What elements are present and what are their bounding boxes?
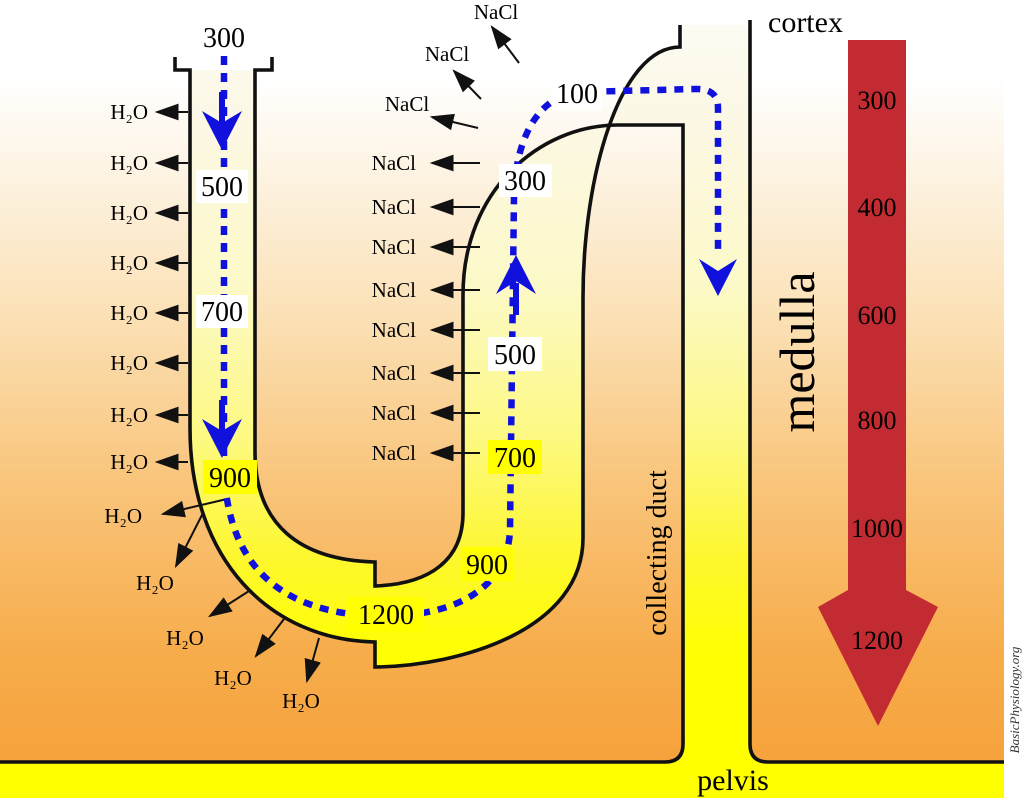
nacl-labels: NaCl NaCl NaCl NaCl NaCl NaCl NaCl NaCl … — [372, 0, 519, 465]
highlight-chips — [203, 440, 542, 632]
value-chip — [499, 164, 552, 197]
h2o-arrow — [254, 618, 285, 658]
osmolarity-value: 900 — [209, 463, 251, 494]
h2o-arrow — [160, 498, 228, 518]
nacl-arrows — [429, 25, 520, 462]
collecting-duct-lumen — [665, 25, 768, 798]
pelvis-label: pelvis — [697, 764, 769, 797]
value-chip-highlight — [461, 547, 514, 581]
collecting-duct-right-wall — [748, 20, 1004, 764]
nacl-label: NaCl — [372, 318, 416, 342]
value-chip — [488, 337, 542, 371]
h2o-label: H₂O — [110, 201, 148, 225]
h2o-labels: H₂O H₂O H₂O H₂O H₂O H₂O H₂O H₂O H₂O H₂O … — [104, 100, 319, 713]
medulla-value: 400 — [858, 193, 897, 222]
osmolarity-value: 500 — [494, 340, 536, 371]
osmolarity-value: 300 — [504, 166, 546, 197]
water-reabsorption: H₂O H₂O H₂O H₂O H₂O H₂O H₂O H₂O H₂O H₂O … — [104, 100, 321, 713]
value-chip-highlight — [203, 460, 257, 494]
nacl-label: NaCl — [372, 361, 416, 385]
h2o-arrow — [174, 512, 204, 569]
tubular-flow-arrowheads — [202, 111, 737, 458]
h2o-label: H₂O — [166, 626, 204, 650]
salt-reabsorption: NaCl NaCl NaCl NaCl NaCl NaCl NaCl NaCl … — [372, 0, 520, 465]
osmolarity-value: 700 — [494, 443, 536, 474]
tube-wall-outer — [173, 25, 682, 669]
value-chip-highlight — [488, 440, 542, 474]
value-chip-highlight — [348, 597, 424, 632]
h2o-label: H₂O — [110, 403, 148, 427]
nacl-label: NaCl — [385, 92, 429, 116]
medulla-value: 1000 — [851, 514, 903, 543]
nacl-label: NaCl — [372, 195, 416, 219]
flow-arrowhead-down — [202, 111, 242, 150]
tube-wall-inner — [0, 57, 685, 764]
h2o-label: H₂O — [104, 504, 142, 528]
h2o-label: H₂O — [110, 450, 148, 474]
osmolarity-labels: 300 500 700 900 1200 900 700 500 300 100 — [188, 22, 602, 632]
medulla-value: 800 — [858, 406, 897, 435]
value-chip — [196, 170, 248, 203]
osmolarity-value: 500 — [201, 172, 243, 203]
h2o-label: H₂O — [136, 571, 174, 595]
nacl-arrow — [452, 69, 482, 100]
h2o-arrows — [154, 103, 321, 684]
h2o-label: H₂O — [214, 666, 252, 690]
cortex-label: cortex — [768, 6, 843, 39]
value-chip — [188, 22, 236, 53]
medulla-value: 1200 — [851, 626, 903, 655]
tubule-walls — [0, 20, 1004, 764]
medulla-value: 300 — [858, 86, 897, 115]
value-chip — [552, 77, 602, 110]
h2o-arrow — [304, 637, 321, 684]
nacl-arrow — [490, 25, 520, 64]
medulla-value: 600 — [858, 301, 897, 330]
nacl-label: NaCl — [372, 151, 416, 175]
credit-text: BasicPhysiology.org — [1007, 646, 1022, 753]
h2o-label: H₂O — [110, 100, 148, 124]
h2o-arrow — [207, 590, 250, 618]
flow-arrowhead-up — [496, 255, 536, 294]
collecting-duct-label: collecting duct — [642, 470, 673, 636]
h2o-label: H₂O — [282, 689, 320, 713]
h2o-label: H₂O — [110, 301, 148, 325]
osmolarity-value: 700 — [201, 297, 243, 328]
h2o-label: H₂O — [110, 351, 148, 375]
nacl-label: NaCl — [372, 278, 416, 302]
nacl-label: NaCl — [372, 235, 416, 259]
nacl-label: NaCl — [372, 401, 416, 425]
medulla-label: medulla — [769, 271, 825, 432]
nacl-label: NaCl — [372, 441, 416, 465]
flow-dashed-path — [220, 56, 722, 620]
osmolarity-value: 300 — [203, 23, 245, 54]
medulla-osmolarity-arrow — [818, 40, 938, 726]
osmolarity-value: 900 — [466, 550, 508, 581]
osmolarity-value: 1200 — [358, 600, 414, 631]
nacl-label: NaCl — [425, 42, 469, 66]
nacl-label: NaCl — [474, 0, 518, 24]
osmolarity-value: 100 — [556, 79, 598, 110]
nacl-arrow — [429, 113, 479, 131]
h2o-label: H₂O — [110, 151, 148, 175]
pelvis-band — [0, 763, 1004, 798]
flow-arrowhead-down — [202, 419, 242, 458]
flow-arrowhead-down — [699, 259, 737, 296]
medulla-gradient-values: 300 400 600 800 1000 1200 — [851, 86, 903, 655]
value-chip — [196, 295, 248, 328]
h2o-label: H₂O — [110, 251, 148, 275]
loop-of-henle-lumen — [190, 47, 683, 667]
